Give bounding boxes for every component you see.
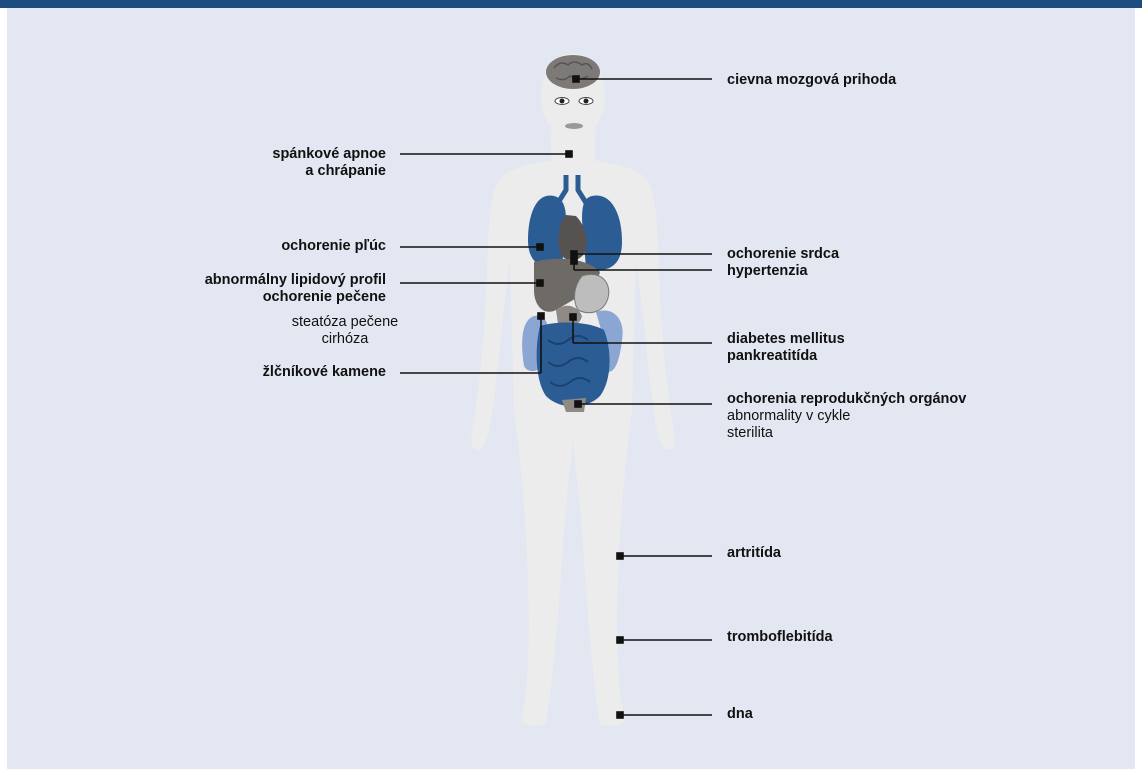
label-gout: dna (727, 706, 753, 723)
label-steatosis-text: steatóza pečene (280, 314, 410, 331)
label-heart: ochorenie srdca (727, 246, 839, 263)
label-lipid-liver: abnormálny lipidový profil ochorenie peč… (150, 272, 386, 306)
label-gout-text: dna (727, 706, 753, 723)
label-arthritis-text: artritída (727, 545, 781, 562)
label-lung: ochorenie pľúc (180, 238, 386, 255)
label-sterility-text: sterilita (727, 425, 966, 442)
label-lipid-text: abnormálny lipidový profil (150, 272, 386, 289)
label-cirrhosis-text: cirhóza (280, 331, 410, 348)
label-gallstones-text: žlčníkové kamene (180, 364, 386, 381)
label-diabetes: diabetes mellitus pankreatitída (727, 331, 845, 365)
label-sleep-apnea-text-2: a chrápanie (180, 163, 386, 180)
label-hypertension: hypertenzia (727, 263, 808, 280)
label-hypertension-text: hypertenzia (727, 263, 808, 280)
stomach-icon (575, 274, 609, 312)
label-heart-text: ochorenie srdca (727, 246, 839, 263)
label-diabetes-text: diabetes mellitus (727, 331, 845, 348)
label-pancreatitis-text: pankreatitída (727, 348, 845, 365)
label-stroke-text: cievna mozgová prihoda (727, 72, 896, 89)
label-arthritis: artritída (727, 545, 781, 562)
label-reproductive-text: ochorenia reprodukčných orgánov (727, 391, 966, 408)
label-reproductive: ochorenia reprodukčných orgánov abnormal… (727, 391, 966, 442)
label-liver-details: steatóza pečene cirhóza (280, 314, 410, 348)
label-lung-text: ochorenie pľúc (180, 238, 386, 255)
label-thrombophlebitis-text: tromboflebitída (727, 629, 833, 646)
label-sleep-apnea-text-1: spánkové apnoe (180, 146, 386, 163)
reproductive-organ-icon (562, 398, 586, 412)
label-gallstones: žlčníkové kamene (180, 364, 386, 381)
label-cycle-text: abnormality v cykle (727, 408, 966, 425)
label-sleep-apnea: spánkové apnoe a chrápanie (180, 146, 386, 180)
brain-icon (546, 55, 600, 89)
label-liver-text: ochorenie pečene (150, 289, 386, 306)
label-stroke: cievna mozgová prihoda (727, 72, 896, 89)
label-thrombophlebitis: tromboflebitída (727, 629, 833, 646)
